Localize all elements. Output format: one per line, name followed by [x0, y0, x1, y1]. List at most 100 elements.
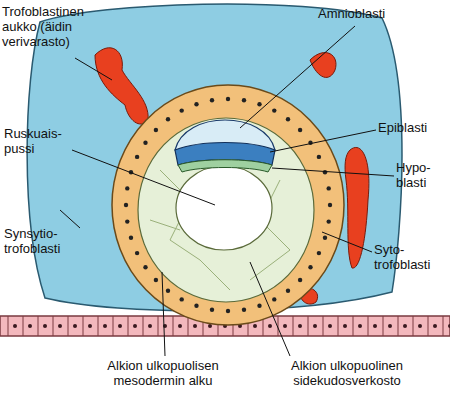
- cell-nucleus: [298, 128, 302, 132]
- leader-line: [60, 210, 80, 228]
- cell-border: [173, 316, 174, 336]
- cell-nucleus: [257, 304, 261, 308]
- leader-line: [72, 150, 215, 205]
- syncytiotrophoblast: [27, 4, 402, 311]
- leader-lines: [60, 26, 394, 356]
- cell-nucleus: [308, 265, 312, 269]
- cell-border: [293, 316, 294, 336]
- leader-line: [250, 262, 290, 356]
- cell-nucleus: [154, 278, 158, 282]
- cell-nucleus: [129, 236, 133, 240]
- cell-border: [143, 316, 144, 336]
- cell-border: [368, 316, 369, 336]
- cell-border: [338, 316, 339, 336]
- cell-nucleus: [58, 324, 62, 328]
- cell-nucleus: [178, 324, 182, 328]
- part-label: Amnioblasti: [318, 6, 428, 21]
- cell-nucleus: [242, 308, 246, 312]
- cell-nucleus: [317, 155, 321, 159]
- cell-nucleus: [135, 155, 139, 159]
- cell-nucleus: [166, 289, 170, 293]
- leader-line: [270, 130, 376, 152]
- cell-nucleus: [193, 324, 197, 328]
- cell-nucleus: [328, 203, 332, 207]
- cell-nucleus: [343, 324, 347, 328]
- cell-nucleus: [226, 97, 230, 101]
- cell-nucleus: [43, 324, 47, 328]
- cell-nucleus: [286, 117, 290, 121]
- cell-border: [98, 316, 99, 336]
- cell-nucleus: [208, 324, 212, 328]
- cell-nucleus: [194, 102, 198, 106]
- leader-line: [240, 26, 355, 128]
- yolk-sac: [176, 166, 272, 250]
- cell-border: [383, 316, 384, 336]
- cell-nucleus: [210, 98, 214, 102]
- lacuna: [345, 147, 369, 268]
- cell-border: [113, 316, 114, 336]
- cell-nucleus: [448, 324, 450, 328]
- cell-nucleus: [166, 117, 170, 121]
- lacuna: [95, 48, 148, 124]
- cell-nucleus: [298, 278, 302, 282]
- cell-nucleus: [272, 297, 276, 301]
- cell-nucleus: [253, 324, 257, 328]
- cell-border: [68, 316, 69, 336]
- cell-nucleus: [133, 324, 137, 328]
- cell-nucleus: [327, 219, 331, 223]
- cell-nucleus: [418, 324, 422, 328]
- cell-nucleus: [313, 324, 317, 328]
- cell-nucleus: [268, 324, 272, 328]
- leader-line: [75, 58, 112, 80]
- cell-nucleus: [272, 108, 276, 112]
- cell-nucleus: [358, 324, 362, 328]
- cell-nuclei: [124, 97, 332, 313]
- cell-nucleus: [143, 141, 147, 145]
- cell-nucleus: [73, 324, 77, 328]
- part-label: Syto- trofoblasti: [374, 242, 448, 272]
- cell-nucleus: [135, 251, 139, 255]
- part-label: Epiblasti: [378, 120, 448, 135]
- cell-nucleus: [125, 219, 129, 223]
- cell-border: [323, 316, 324, 336]
- cell-border: [8, 316, 9, 336]
- cell-nucleus: [143, 265, 147, 269]
- leader-line: [322, 232, 372, 252]
- cell-nucleus: [194, 304, 198, 308]
- cell-nucleus: [210, 308, 214, 312]
- cell-nucleus: [283, 324, 287, 328]
- cell-border: [398, 316, 399, 336]
- cell-nucleus: [327, 186, 331, 190]
- cell-nucleus: [323, 236, 327, 240]
- cell-nucleus: [103, 324, 107, 328]
- cell-border: [188, 316, 189, 336]
- hypoblast: [178, 160, 272, 172]
- cell-border: [158, 316, 159, 336]
- cell-nucleus: [88, 324, 92, 328]
- cell-nucleus: [13, 324, 17, 328]
- cell-border: [443, 316, 444, 336]
- cell-nucleus: [242, 98, 246, 102]
- cell-nucleus: [124, 203, 128, 207]
- cell-nucleus: [286, 289, 290, 293]
- cell-nucleus: [257, 102, 261, 106]
- cell-nucleus: [118, 324, 122, 328]
- lacuna: [310, 53, 336, 78]
- cell-nucleus: [433, 324, 437, 328]
- cell-nucleus: [328, 324, 332, 328]
- part-label: Trofoblastinen aukko (äidin verivarasto): [2, 4, 114, 49]
- part-label: Alkion ulkopuolinen sidekudosverkosto: [262, 358, 432, 388]
- cell-nucleus: [28, 324, 32, 328]
- cell-nucleus: [298, 324, 302, 328]
- cell-nucleus: [323, 170, 327, 174]
- cell-border: [38, 316, 39, 336]
- cell-border: [308, 316, 309, 336]
- cell-border: [128, 316, 129, 336]
- cell-nucleus: [388, 324, 392, 328]
- cell-nucleus: [154, 128, 158, 132]
- cell-nucleus: [180, 297, 184, 301]
- extraembryonic-reticulum: [138, 118, 314, 302]
- part-label: Ruskuais- pussi: [4, 126, 74, 156]
